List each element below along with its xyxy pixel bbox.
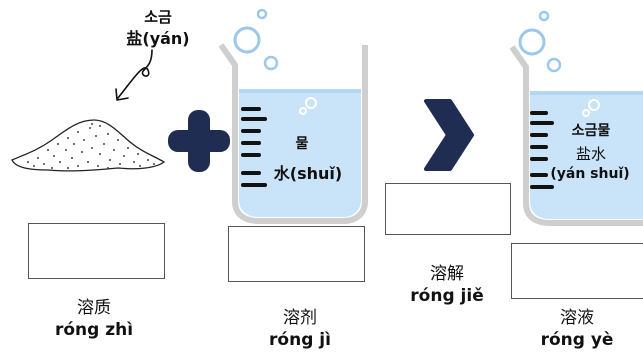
solution-beaker-icon bbox=[510, 10, 643, 226]
solution-korean-label: 소금물 bbox=[571, 123, 611, 139]
solution-answer-box[interactable] bbox=[511, 243, 643, 299]
curly-arrow-icon bbox=[115, 49, 153, 101]
dissolve-answer-box[interactable] bbox=[385, 183, 511, 235]
solvent-answer-box[interactable] bbox=[228, 226, 365, 282]
salt-chinese-label: 盐(yán) bbox=[126, 29, 190, 48]
chevron-right-icon bbox=[424, 99, 474, 171]
solution-pinyin-label: (yán shuǐ) bbox=[550, 166, 630, 182]
water-chinese-label: 水(shuǐ) bbox=[273, 164, 343, 183]
plus-icon bbox=[168, 110, 230, 172]
solute-pinyin-label: róng zhì bbox=[54, 320, 134, 340]
dissolve-pinyin-label: róng jiě bbox=[410, 286, 484, 306]
solvent-chinese-label: 溶剂 bbox=[283, 308, 317, 328]
solute-answer-box[interactable] bbox=[28, 223, 165, 279]
solution-chinese-label: 盐水 bbox=[575, 145, 606, 163]
water-beaker-icon bbox=[218, 8, 368, 224]
salt-pile-icon bbox=[11, 119, 166, 172]
solution-chinese-bottom-label: 溶液 bbox=[560, 308, 594, 328]
solvent-pinyin-label: róng jì bbox=[269, 330, 331, 350]
water-korean-label: 물 bbox=[295, 136, 309, 152]
salt-korean-label: 소금 bbox=[144, 8, 172, 26]
solute-chinese-label: 溶质 bbox=[77, 298, 111, 318]
dissolve-chinese-label: 溶解 bbox=[430, 264, 464, 284]
solution-pinyin-bottom-label: róng yè bbox=[540, 330, 614, 350]
